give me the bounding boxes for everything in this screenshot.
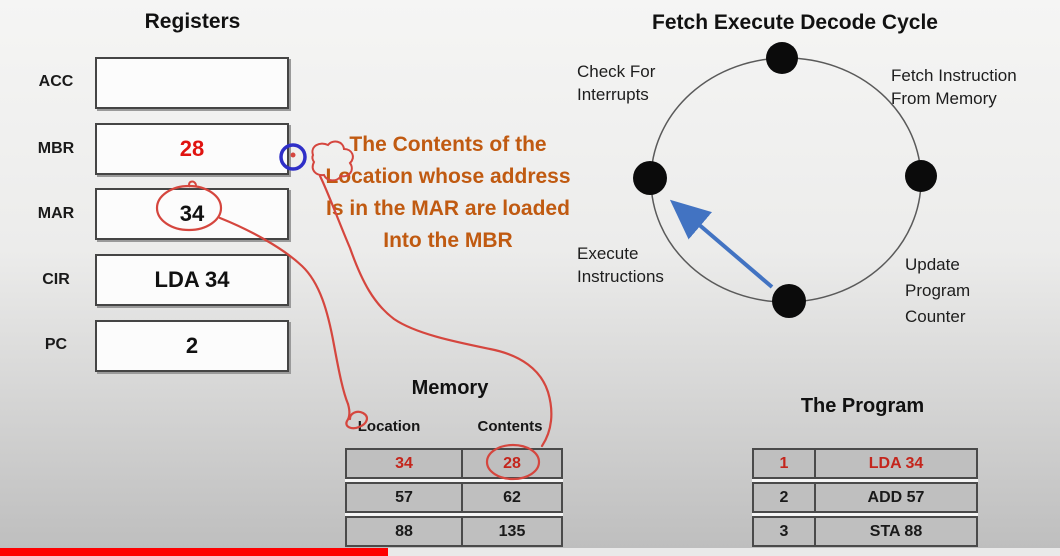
- register-value-acc: [95, 57, 289, 109]
- memory-table: 34 28 57 62 88 135: [345, 448, 563, 547]
- register-box-mbr: [95, 123, 289, 175]
- register-label-cir: CIR: [42, 271, 70, 288]
- memory-cell-contents: 28: [503, 455, 521, 472]
- cycle-circle: [650, 57, 922, 303]
- memory-table-row: 34 28: [345, 448, 563, 479]
- cycle-title: Fetch Execute Decode Cycle: [652, 11, 938, 34]
- program-cell-line: 3: [754, 518, 816, 545]
- cycle-label-update-program-counter: Update Program Counter: [905, 252, 970, 330]
- program-table-row: 1 LDA 34: [752, 448, 978, 479]
- pen-dot-mbr: [290, 152, 296, 158]
- cycle-label-fetch-instruction: Fetch Instruction From Memory: [891, 64, 1017, 110]
- register-value-mbr: 28: [179, 136, 205, 161]
- register-value-pc: 2: [185, 333, 199, 358]
- register-label-pc: PC: [44, 336, 68, 353]
- cycle-label-line: Interrupts: [577, 85, 649, 104]
- memory-cell-contents: 135: [498, 523, 526, 540]
- program-cell-line: 1: [754, 450, 816, 477]
- cycle-label-line: Check For: [577, 62, 656, 81]
- cycle-node-top-icon: [766, 42, 798, 74]
- registers-title: Registers: [144, 10, 241, 33]
- note-line: Location whose address: [325, 165, 571, 188]
- memory-cell-contents: 62: [503, 489, 521, 506]
- register-label-acc: ACC: [38, 73, 74, 90]
- program-table-row: 2 ADD 57: [752, 482, 978, 513]
- program-cell-instruction: ADD 57: [867, 489, 925, 506]
- memory-cell-location: 34: [347, 450, 463, 477]
- memory-cell-location: 57: [347, 484, 463, 511]
- memory-column-location: Location: [357, 418, 421, 435]
- cycle-label-line: Instructions: [577, 267, 664, 286]
- cycle-node-bottom-icon: [772, 284, 806, 318]
- cycle-label-line: Program: [905, 281, 971, 300]
- cycle-node-right-icon: [905, 160, 937, 192]
- cycle-progress-arrow-icon: [669, 199, 774, 289]
- pen-circle-mar-nub: [188, 180, 197, 188]
- video-progress-bar[interactable]: [0, 548, 1060, 556]
- register-box-acc: [95, 57, 289, 109]
- cycle-node-left-icon: [633, 161, 667, 195]
- cycle-label-line: From Memory: [891, 89, 997, 108]
- program-table-row: 3 STA 88: [752, 516, 978, 547]
- register-label-mar: MAR: [37, 205, 75, 222]
- program-title: The Program: [800, 395, 925, 417]
- note-line: The Contents of the: [349, 133, 547, 156]
- memory-table-row: 88 135: [345, 516, 563, 547]
- progress-fill: [0, 548, 388, 556]
- cycle-label-line: Update: [905, 255, 960, 274]
- cycle-label-check-for-interrupts: Check For Interrupts: [577, 60, 655, 106]
- memory-title: Memory: [411, 377, 489, 399]
- register-value-mar: 34: [179, 201, 205, 226]
- program-cell-line: 2: [754, 484, 816, 511]
- cycle-label-line: Execute: [577, 244, 639, 263]
- note-line: Into the MBR: [383, 229, 513, 252]
- cycle-label-execute-instructions: Execute Instructions: [577, 242, 664, 288]
- cycle-label-line: Counter: [905, 307, 966, 326]
- program-cell-instruction: LDA 34: [868, 455, 924, 472]
- memory-table-row: 57 62: [345, 482, 563, 513]
- memory-column-contents: Contents: [477, 418, 543, 435]
- memory-cell-location: 88: [347, 518, 463, 545]
- register-label-mbr: MBR: [37, 140, 75, 157]
- register-value-cir: LDA 34: [154, 267, 230, 292]
- note-text: The Contents of the Location whose addre…: [298, 129, 598, 257]
- program-cell-instruction: STA 88: [869, 523, 923, 540]
- cycle-label-line: Fetch Instruction: [891, 66, 1017, 85]
- program-table: 1 LDA 34 2 ADD 57 3 STA 88: [752, 448, 978, 547]
- note-line: Is in the MAR are loaded: [326, 197, 570, 220]
